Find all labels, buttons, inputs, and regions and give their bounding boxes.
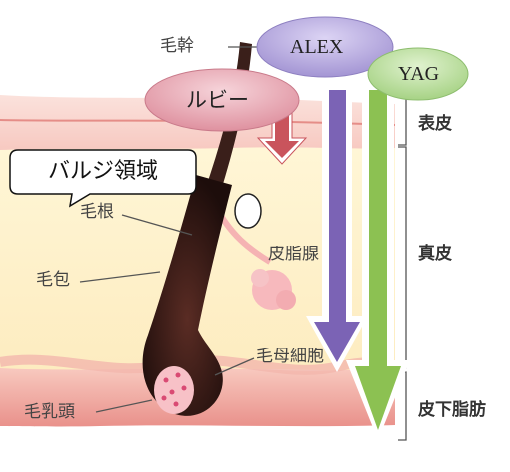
alex-label: ALEX bbox=[290, 36, 344, 58]
sebaceous-gland-label: 皮脂腺 bbox=[268, 246, 319, 263]
hair-shaft-label: 毛幹 bbox=[160, 36, 194, 56]
papilla-dots bbox=[161, 372, 187, 407]
leader-lines bbox=[79, 46, 258, 413]
bulge-callout-box bbox=[9, 149, 197, 208]
alex-ellipse bbox=[256, 16, 394, 78]
yag-label: YAG bbox=[398, 63, 440, 85]
dermis-label: 真皮 bbox=[418, 244, 452, 264]
dermal-papilla-label: 毛乳頭 bbox=[24, 402, 75, 422]
hair-follicle-label: 毛包 bbox=[36, 270, 70, 290]
epidermis-line bbox=[0, 119, 396, 126]
hair-root-label: 毛根 bbox=[80, 202, 114, 222]
bulge-region-label: バルジ領域 bbox=[47, 159, 158, 184]
subcutaneous-label: 皮下脂肪 bbox=[418, 400, 486, 420]
ruby-ellipse bbox=[144, 68, 300, 132]
alex-arrow bbox=[306, 90, 368, 372]
hair-matrix-label: 毛母細胞 bbox=[256, 348, 324, 365]
yag-arrow bbox=[346, 90, 410, 440]
ruby-label: ルビー bbox=[186, 88, 249, 112]
yag-ellipse bbox=[367, 47, 469, 101]
hair-follicle bbox=[142, 175, 232, 416]
bulge-marker bbox=[234, 193, 262, 229]
sebaceous-gland bbox=[212, 203, 296, 310]
epidermis-label: 表皮 bbox=[418, 114, 452, 134]
dermal-papilla-shape bbox=[154, 366, 194, 414]
layer-brackets bbox=[398, 96, 407, 441]
